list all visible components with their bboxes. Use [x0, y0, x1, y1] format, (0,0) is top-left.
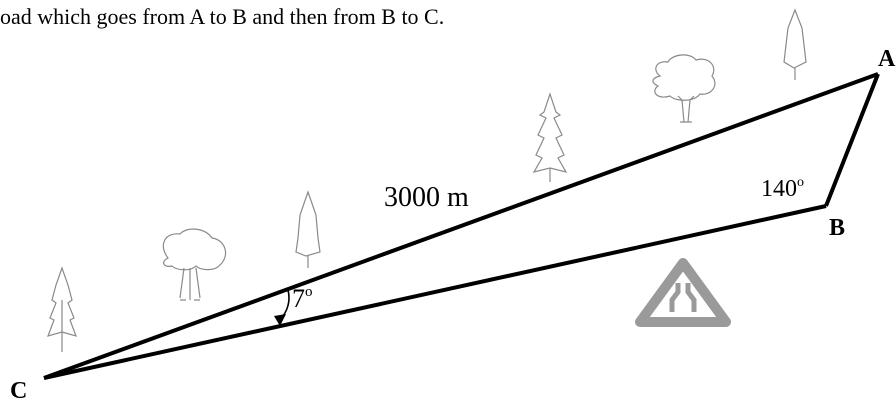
angle-c-degree: o	[305, 284, 313, 300]
vertex-a-label: A	[878, 46, 896, 72]
side-ca	[43, 72, 879, 380]
angle-b-value: 140	[761, 176, 797, 202]
vertex-c-label: C	[10, 378, 27, 400]
vertex-b-label: B	[829, 215, 845, 241]
deciduous-tree-icon	[652, 54, 716, 123]
angle-b-degree: o	[797, 175, 804, 190]
conifer-tree-icon	[295, 190, 321, 268]
conifer-tree-icon	[532, 92, 568, 182]
distance-label: 3000 m	[384, 182, 469, 213]
conifer-tree-icon	[783, 8, 807, 80]
angle-c-arc	[274, 289, 290, 326]
side-ab	[824, 73, 880, 207]
side-bc	[43, 204, 827, 380]
conifer-tree-icon	[47, 266, 77, 352]
problem-caption: oad which goes from A to B and then from…	[0, 4, 445, 29]
angle-c-label: 7o	[292, 284, 313, 313]
road-narrows-warning-sign-icon	[635, 258, 731, 327]
angle-b-label: 140o	[761, 175, 804, 202]
triangle	[43, 72, 880, 380]
angle-c-value: 7	[292, 284, 305, 313]
deciduous-tree-icon	[162, 228, 227, 301]
